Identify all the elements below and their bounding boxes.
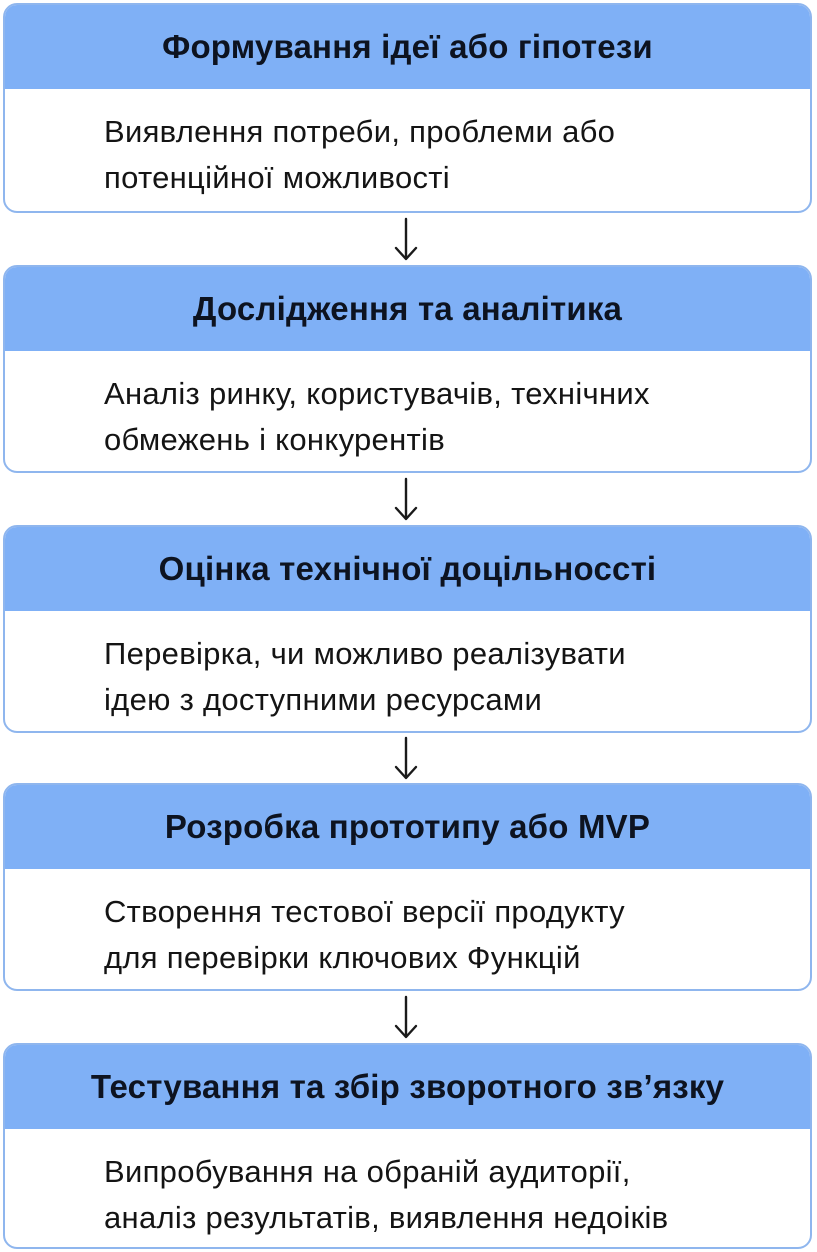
step-4-title: Розробка прототипу або MVP [164,808,651,845]
step-1-header: Формування ідеї або гіпотези [5,5,810,89]
step-3-description: Перевірка, чи можливо реалізувати ідею з… [104,636,626,717]
step-1-box: Формування ідеї або гіпотези Виявлення п… [3,3,812,213]
arrow-down-icon [394,217,418,261]
step-5-description: Випробування на обраній аудиторії, аналі… [104,1154,669,1235]
step-4-header: Розробка прототипу або MVP [5,785,810,869]
step-2-header: Дослідження та аналітика [5,267,810,351]
step-3-box: Оцінка технічної доцільноссті Перевірка,… [3,525,812,733]
step-2-description: Аналіз ринку, користувачів, технічних об… [104,376,650,457]
step-3-title: Оцінка технічної доцільноссті [158,550,657,587]
step-1-body: Виявлення потреби, проблеми або потенцій… [5,89,810,211]
step-2-box: Дослідження та аналітика Аналіз ринку, к… [3,265,812,473]
step-4-description: Створення тестової версії продукту для п… [104,894,625,975]
step-3-body: Перевірка, чи можливо реалізувати ідею з… [5,611,810,731]
step-3-header: Оцінка технічної доцільноссті [5,527,810,611]
arrow-down-icon [394,736,418,780]
step-2-title: Дослідження та аналітика [192,290,623,327]
arrow-down-icon [394,477,418,521]
step-5-body: Випробування на обраній аудиторії, аналі… [5,1129,810,1247]
step-1-title: Формування ідеї або гіпотези [162,28,653,65]
step-5-box: Тестування та збір зворотного зв’язку Ви… [3,1043,812,1249]
step-1-description: Виявлення потреби, проблеми або потенцій… [104,114,616,195]
step-4-body: Створення тестової версії продукту для п… [5,869,810,989]
step-4-box: Розробка прототипу або MVP Створення тес… [3,783,812,991]
arrow-down-icon [394,995,418,1039]
step-5-header: Тестування та збір зворотного зв’язку [5,1045,810,1129]
step-2-body: Аналіз ринку, користувачів, технічних об… [5,351,810,471]
step-5-title: Тестування та збір зворотного зв’язку [90,1068,725,1105]
